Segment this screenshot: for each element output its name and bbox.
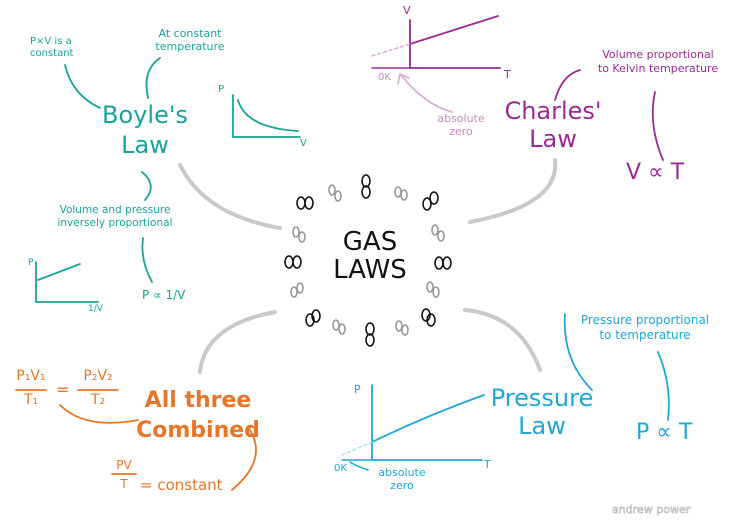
pressure-graph-xlabel: T [484, 458, 491, 471]
charles-graph-ylabel: V [403, 4, 411, 17]
charles-note-line2: to Kelvin temperature [597, 62, 719, 75]
center-title: GAS LAWS [330, 228, 410, 284]
boyles-pointer-pv [64, 64, 101, 109]
boyles-note-inverse-line1: Volume and pressure [59, 204, 171, 216]
charles-note-line1: Volume proportional [602, 48, 714, 61]
pressure-pointer-note [563, 313, 593, 391]
boyles-note-temp-line1: At constant [158, 27, 222, 40]
pressure-title-line1: Pressure [490, 384, 594, 412]
pressure-absolute-zero-note: absolute zero [370, 466, 434, 492]
boyles-graph2-xlabel: 1/V [88, 304, 103, 314]
pressure-formula: P ∝ T [636, 420, 693, 445]
molecule [365, 322, 375, 347]
pressure-absolute-zero-line2: zero [390, 479, 414, 492]
combined-const-numerator: PV [116, 458, 132, 472]
boyles-graph-inverse [232, 94, 301, 138]
boyles-pointer-formula [141, 237, 153, 283]
boyles-note-pv: P×V is a constant [30, 36, 73, 60]
charles-graph [371, 15, 664, 161]
charles-absolute-zero-line2: zero [449, 125, 473, 138]
combined-eq-left-denominator: T₁ [23, 392, 39, 408]
boyles-graph1-ylabel: P [218, 84, 225, 95]
boyles-graph1-xlabel: V [300, 138, 307, 149]
boyles-note-inverse-line2: inversely proportional [57, 217, 173, 229]
charles-title-line1: Charles' [504, 97, 602, 125]
combined-title-line1: All three [144, 388, 252, 413]
molecule [422, 191, 439, 211]
combined-title: All three Combined [136, 386, 260, 446]
molecule [361, 174, 371, 199]
gas-molecules [284, 174, 452, 347]
charles-graph-origin: 0K [378, 72, 391, 83]
molecule [290, 282, 304, 298]
molecule [284, 255, 302, 269]
molecule [394, 186, 408, 201]
pressure-absolute-zero-line1: absolute [378, 466, 426, 479]
combined-pointer-const [231, 429, 257, 491]
boyles-title: Boyle's Law [95, 100, 195, 160]
charles-absolute-zero-note: absolute zero [426, 112, 496, 138]
watermark: andrew power [612, 503, 691, 516]
boyles-graph2-ylabel: P [28, 258, 34, 268]
connector-boyles [178, 163, 282, 230]
boyles-note-inverse: Volume and pressure inversely proportion… [40, 204, 190, 230]
pressure-graph [341, 313, 670, 471]
charles-absolute-zero-line1: absolute [437, 112, 485, 125]
boyles-graph-linear [35, 261, 99, 303]
charles-zero-arrow [399, 73, 453, 113]
pressure-graph-ylabel: P [354, 383, 361, 396]
molecule [328, 184, 342, 202]
charles-title: Charles' Law [498, 97, 608, 153]
boyles-note-temp-line2: temperature [155, 40, 225, 53]
combined-eq-equals: = [56, 380, 70, 399]
pressure-zero-arrow [349, 461, 369, 471]
boyles-note-temp: At constant temperature [140, 27, 240, 53]
boyles-note-pv-line1: P×V is a [30, 36, 72, 47]
combined-title-line2: Combined [136, 418, 260, 443]
combined-eq-left-numerator: P₁V₁ [16, 368, 46, 384]
boyles-note-pv-line2: constant [30, 48, 74, 59]
combined-brace [59, 404, 139, 424]
combined-eq-right-numerator: P₂V₂ [83, 368, 113, 384]
charles-pointer-formula [651, 91, 664, 161]
pressure-note: Pressure proportional to temperature [560, 313, 730, 343]
charles-formula: V ∝ T [626, 160, 685, 185]
combined-const-rest: = constant [140, 476, 223, 494]
center-title-line2: LAWS [333, 255, 407, 285]
combined-eq-right-denominator: T₂ [90, 392, 106, 408]
center-title-line1: GAS [342, 227, 398, 257]
charles-title-line2: Law [529, 125, 577, 153]
molecule [434, 256, 452, 270]
boyles-title-line1: Boyle's [102, 101, 188, 129]
pressure-pointer-formula [657, 351, 670, 421]
molecule [395, 320, 409, 336]
connector-charles [468, 158, 558, 224]
molecule [426, 281, 440, 298]
connector-combined [198, 310, 277, 374]
molecule [305, 309, 321, 327]
boyles-formula: P ∝ 1/V [142, 288, 186, 302]
pressure-title-line2: Law [518, 412, 566, 440]
boyles-title-line2: Law [121, 131, 169, 159]
boyles-pointer-inverse [141, 171, 152, 201]
pressure-note-line2: to temperature [599, 328, 691, 342]
pressure-note-line1: Pressure proportional [580, 313, 710, 327]
charles-graph-xlabel: T [504, 68, 511, 81]
molecule [292, 226, 306, 243]
molecule [431, 224, 445, 242]
boyles-pointer-temp [145, 57, 161, 99]
molecule [332, 319, 346, 335]
charles-pointer-note [554, 69, 581, 101]
pressure-title: Pressure Law [482, 384, 602, 440]
molecule [296, 196, 314, 210]
pressure-graph-origin: 0K [334, 463, 347, 474]
molecule [421, 308, 436, 327]
connector-pressure [463, 308, 542, 372]
combined-const-denominator: T [120, 477, 128, 491]
charles-note: Volume proportional to Kelvin temperatur… [583, 48, 733, 76]
